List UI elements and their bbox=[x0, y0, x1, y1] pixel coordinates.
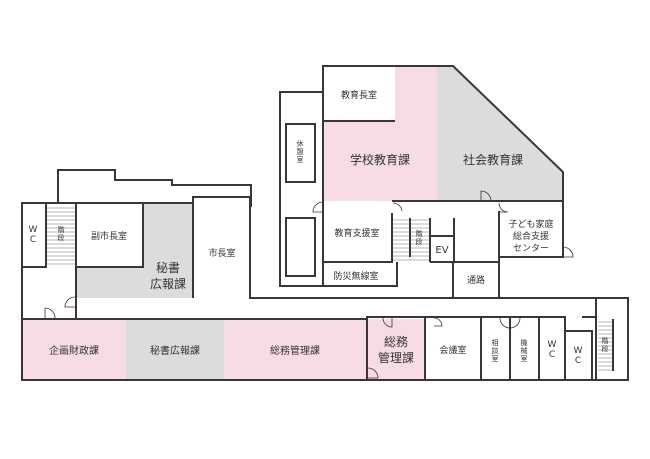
label-consultation-2: 談 bbox=[492, 346, 499, 355]
label-passage: 通路 bbox=[467, 274, 485, 286]
label-stairs-center-1: 階 bbox=[416, 229, 423, 238]
label-wc-left-c: C bbox=[30, 235, 36, 245]
general-affairs-fill bbox=[224, 319, 367, 380]
label-mayor-room: 市長室 bbox=[208, 247, 235, 259]
social-education-fill bbox=[437, 66, 563, 201]
label-stairs-left-1: 階 bbox=[58, 225, 65, 234]
label-planning-finance: 企画財政課 bbox=[49, 344, 99, 357]
label-disaster-radio-room: 防災無線室 bbox=[333, 270, 378, 282]
label-wc-left-w: W bbox=[29, 225, 38, 235]
school-education-fill bbox=[323, 66, 437, 201]
label-lounge-1: 休 bbox=[297, 139, 304, 148]
door-support bbox=[392, 202, 403, 212]
label-superintendent-room: 教育長室 bbox=[341, 89, 377, 101]
education-wing-outline bbox=[322, 65, 564, 286]
door-lounge bbox=[312, 201, 324, 213]
label-secretary-pr-upper-2: 広報課 bbox=[150, 276, 186, 291]
passage-box bbox=[452, 257, 500, 298]
planning-finance-fill bbox=[22, 319, 126, 380]
label-child-center-1: 子ども家庭 bbox=[508, 218, 553, 230]
label-lounge-3: 室 bbox=[297, 155, 304, 164]
label-meeting-room: 会議室 bbox=[439, 344, 466, 356]
door-social bbox=[480, 190, 492, 202]
door-ga-small-2 bbox=[367, 367, 379, 379]
label-child-center-2: 総合支援 bbox=[513, 230, 549, 242]
label-school-education: 学校教育課 bbox=[350, 152, 410, 167]
stairs-left bbox=[47, 207, 75, 265]
left-wing-top-outline bbox=[57, 169, 252, 207]
disaster-radio-room-box bbox=[323, 262, 398, 287]
door-ga-small-1 bbox=[382, 317, 393, 328]
label-wc-right1-c: C bbox=[549, 350, 555, 360]
label-education-support-room: 教育支援室 bbox=[334, 227, 379, 239]
mayor-room-box bbox=[192, 196, 260, 299]
door-child-1 bbox=[498, 202, 509, 213]
label-stairs-right-2: 段 bbox=[602, 344, 609, 353]
door-meeting bbox=[433, 317, 443, 327]
label-general-affairs: 総務管理課 bbox=[270, 344, 320, 357]
general-affairs-small-fill bbox=[367, 319, 425, 380]
secretary-pr-upper-fill bbox=[76, 203, 193, 298]
door-left-1 bbox=[44, 307, 56, 319]
label-stairs-center-2: 段 bbox=[416, 237, 423, 246]
label-wc-right1-w: W bbox=[548, 340, 557, 350]
label-stairs-right-1: 階 bbox=[602, 336, 609, 345]
label-wc-right2-c: C bbox=[575, 356, 581, 366]
stairs-right bbox=[598, 321, 613, 371]
stairs-center bbox=[393, 219, 430, 261]
label-child-center-3: センター bbox=[513, 243, 549, 254]
label-deputy-mayor-room: 副市長室 bbox=[91, 230, 127, 242]
lounge-column-outline bbox=[279, 91, 323, 287]
label-general-affairs-small-1: 総務 bbox=[384, 335, 408, 349]
label-machine-1: 機 bbox=[521, 338, 528, 347]
label-lounge-2: 憩 bbox=[297, 147, 304, 156]
door-child-2 bbox=[562, 246, 574, 258]
label-stairs-left-2: 段 bbox=[58, 233, 65, 242]
door-left-2 bbox=[64, 296, 76, 308]
education-support-room-box bbox=[323, 213, 393, 263]
label-machine-3: 室 bbox=[521, 354, 528, 363]
label-consultation-3: 室 bbox=[492, 354, 499, 363]
lounge-room-box bbox=[285, 123, 316, 183]
label-secretary-pr-lower: 秘書広報課 bbox=[150, 344, 200, 357]
wc-left-box bbox=[21, 202, 47, 268]
storage-box bbox=[285, 217, 316, 277]
secretary-lower-fill bbox=[126, 319, 224, 380]
label-machine-2: 械 bbox=[521, 346, 528, 355]
label-secretary-pr-upper-1: 秘書 bbox=[156, 261, 180, 275]
label-social-education: 社会教育課 bbox=[463, 152, 523, 167]
label-general-affairs-small-2: 管理課 bbox=[378, 350, 414, 365]
label-consultation-1: 相 bbox=[492, 338, 499, 347]
label-wc-right2-w: W bbox=[574, 346, 583, 356]
label-elevator: EV bbox=[435, 245, 448, 256]
right-end-outline bbox=[565, 297, 629, 381]
deputy-mayor-room-box bbox=[75, 202, 144, 268]
door-consult-machine bbox=[499, 317, 521, 329]
